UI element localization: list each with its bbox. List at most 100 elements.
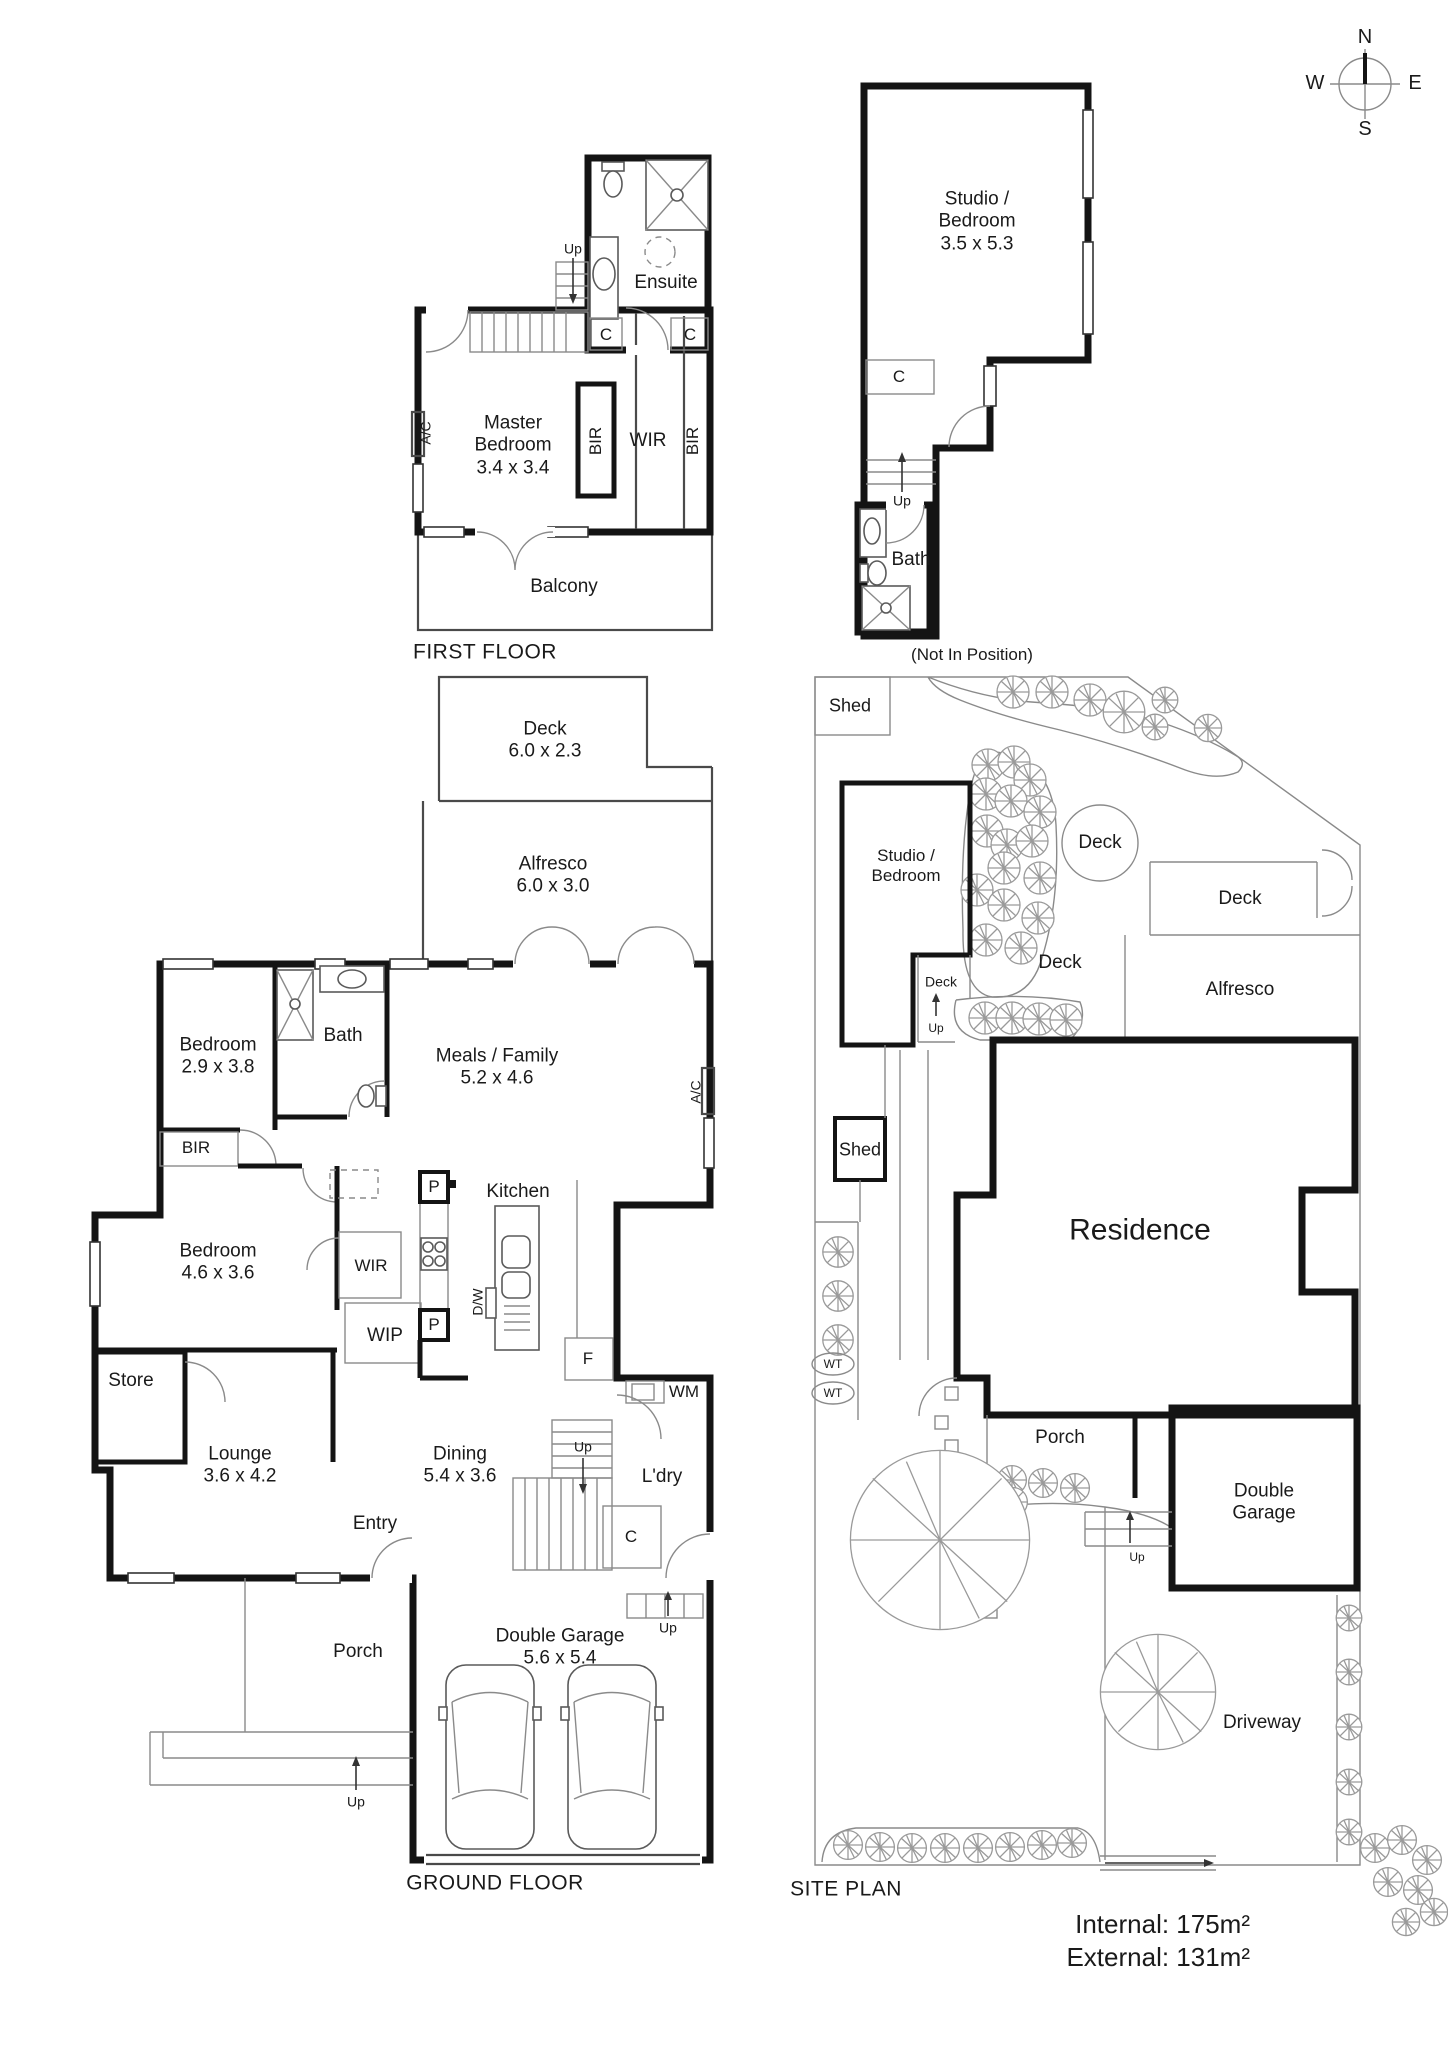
studio-stairs	[866, 452, 936, 492]
porch-steps	[149, 1578, 413, 1790]
french-doors	[514, 926, 590, 965]
water-tank	[811, 1381, 855, 1405]
window	[162, 958, 214, 970]
window	[127, 1572, 175, 1584]
compass-e: E	[1408, 72, 1422, 95]
room-label-wip: WIP	[367, 1324, 403, 1346]
up-label: Up	[893, 492, 911, 509]
ground-floor-stairs	[512, 1419, 613, 1571]
studio-door	[983, 365, 997, 407]
master-door	[425, 309, 469, 353]
pantry-label: P	[428, 1176, 440, 1196]
store-door	[184, 1361, 226, 1403]
up-label: Up	[659, 1619, 677, 1636]
dishwasher-label: D/W	[469, 1288, 486, 1316]
closet-label: C	[683, 324, 697, 344]
room-label-porch: Porch	[333, 1640, 383, 1662]
entry-door	[371, 1537, 413, 1579]
site-label-double-garage: Double Garage	[1232, 1480, 1296, 1524]
ground-bath	[272, 964, 390, 1130]
studio-bath	[854, 500, 934, 636]
closet-label: C	[599, 324, 613, 344]
site-label-deck-round: Deck	[1078, 831, 1122, 853]
up-label: Up	[928, 1020, 944, 1035]
site-boundary	[814, 676, 1361, 1866]
site-label-deck-mid: Deck	[1038, 951, 1082, 973]
wir-pocket	[338, 1231, 402, 1299]
ac-label: A/C	[687, 1080, 704, 1104]
french-doors	[617, 926, 695, 965]
area-totals: Internal: 175m² External: 131m²	[1066, 1908, 1250, 1973]
site-label-shed: Shed	[828, 695, 872, 716]
balcony-doors	[476, 531, 554, 571]
pantry-label: P	[428, 1314, 440, 1334]
closet-label: C	[624, 1526, 638, 1546]
room-label-alfresco: Alfresco 6.0 x 3.0	[516, 853, 590, 897]
compass-s: S	[1358, 118, 1372, 141]
caption-ground-floor: GROUND FLOOR	[406, 1871, 584, 1895]
room-label-lounge: Lounge 3.6 x 4.2	[203, 1443, 277, 1487]
caption-first-floor: FIRST FLOOR	[413, 640, 557, 664]
shed-top	[814, 676, 891, 736]
room-label-store: Store	[108, 1369, 154, 1391]
window	[89, 1241, 101, 1307]
room-label-double-garage: Double Garage 5.6 x 5.4	[495, 1625, 625, 1669]
up-label: Up	[1129, 1549, 1145, 1564]
trees-driveway-strip	[1335, 1604, 1363, 1846]
site-label-alfresco: Alfresco	[1205, 978, 1275, 1000]
window	[467, 958, 494, 970]
bir-label: BIR	[585, 426, 605, 456]
store-room	[92, 1349, 188, 1465]
room-label-deck: Deck 6.0 x 2.3	[508, 718, 582, 762]
water-tank-label: WT	[823, 1356, 843, 1371]
room-label-entry: Entry	[352, 1512, 398, 1534]
room-label-meals-family: Meals / Family 5.2 x 4.6	[435, 1045, 559, 1089]
garage-door	[426, 1853, 700, 1866]
large-tree-icon	[850, 1450, 1029, 1629]
water-tank	[811, 1352, 855, 1376]
car-icon	[438, 1664, 542, 1850]
ac-unit-ground	[700, 1066, 716, 1116]
site-label-driveway: Driveway	[1222, 1711, 1302, 1733]
window	[389, 958, 429, 970]
ground-floor-plan	[89, 675, 716, 1867]
fridge-label: F	[582, 1348, 594, 1368]
room-label-dining: Dining 5.4 x 3.6	[423, 1443, 497, 1487]
studio-plan	[854, 82, 1094, 640]
window	[412, 463, 424, 513]
washing-machine-label: WM	[668, 1381, 700, 1401]
site-studio	[839, 780, 973, 1048]
room-label-master-bedroom: Master Bedroom 3.4 x 3.4	[474, 412, 552, 479]
trees-bottom-right-cluster	[1360, 1825, 1448, 1937]
large-tree-icon	[1100, 1634, 1215, 1749]
bir-closet	[159, 1131, 239, 1167]
first-floor-stairs	[469, 258, 589, 353]
caption-site-plan: SITE PLAN	[790, 1877, 902, 1901]
room-label-kitchen: Kitchen	[486, 1180, 550, 1202]
driveway-crossover	[1100, 1855, 1216, 1871]
garage	[424, 1591, 704, 1867]
window	[703, 1117, 715, 1169]
room-label-bedroom1: Bedroom 2.9 x 3.8	[179, 1034, 257, 1078]
up-label: Up	[564, 240, 582, 257]
room-label-wir: WIR	[354, 1255, 388, 1275]
caption-not-in-position: (Not In Position)	[911, 644, 1033, 664]
up-label: Up	[574, 1438, 592, 1455]
water-tank-label: WT	[823, 1385, 843, 1400]
room-label-balcony: Balcony	[530, 575, 598, 597]
compass-n: N	[1357, 26, 1373, 49]
ac-unit-first	[410, 410, 426, 458]
site-label-deck-small: Deck	[925, 973, 957, 990]
site-label-deck-right: Deck	[1218, 887, 1262, 909]
round-deck	[1061, 804, 1139, 882]
site-plan	[811, 675, 1448, 1937]
bir-label: BIR	[682, 426, 702, 456]
window	[1082, 109, 1094, 199]
site-garage	[1168, 1404, 1361, 1592]
bir-label: BIR	[181, 1137, 211, 1157]
external-area: External: 131m²	[1066, 1941, 1250, 1972]
site-label-residence: Residence	[1069, 1213, 1211, 1247]
internal-area: Internal: 175m²	[1075, 1909, 1250, 1939]
